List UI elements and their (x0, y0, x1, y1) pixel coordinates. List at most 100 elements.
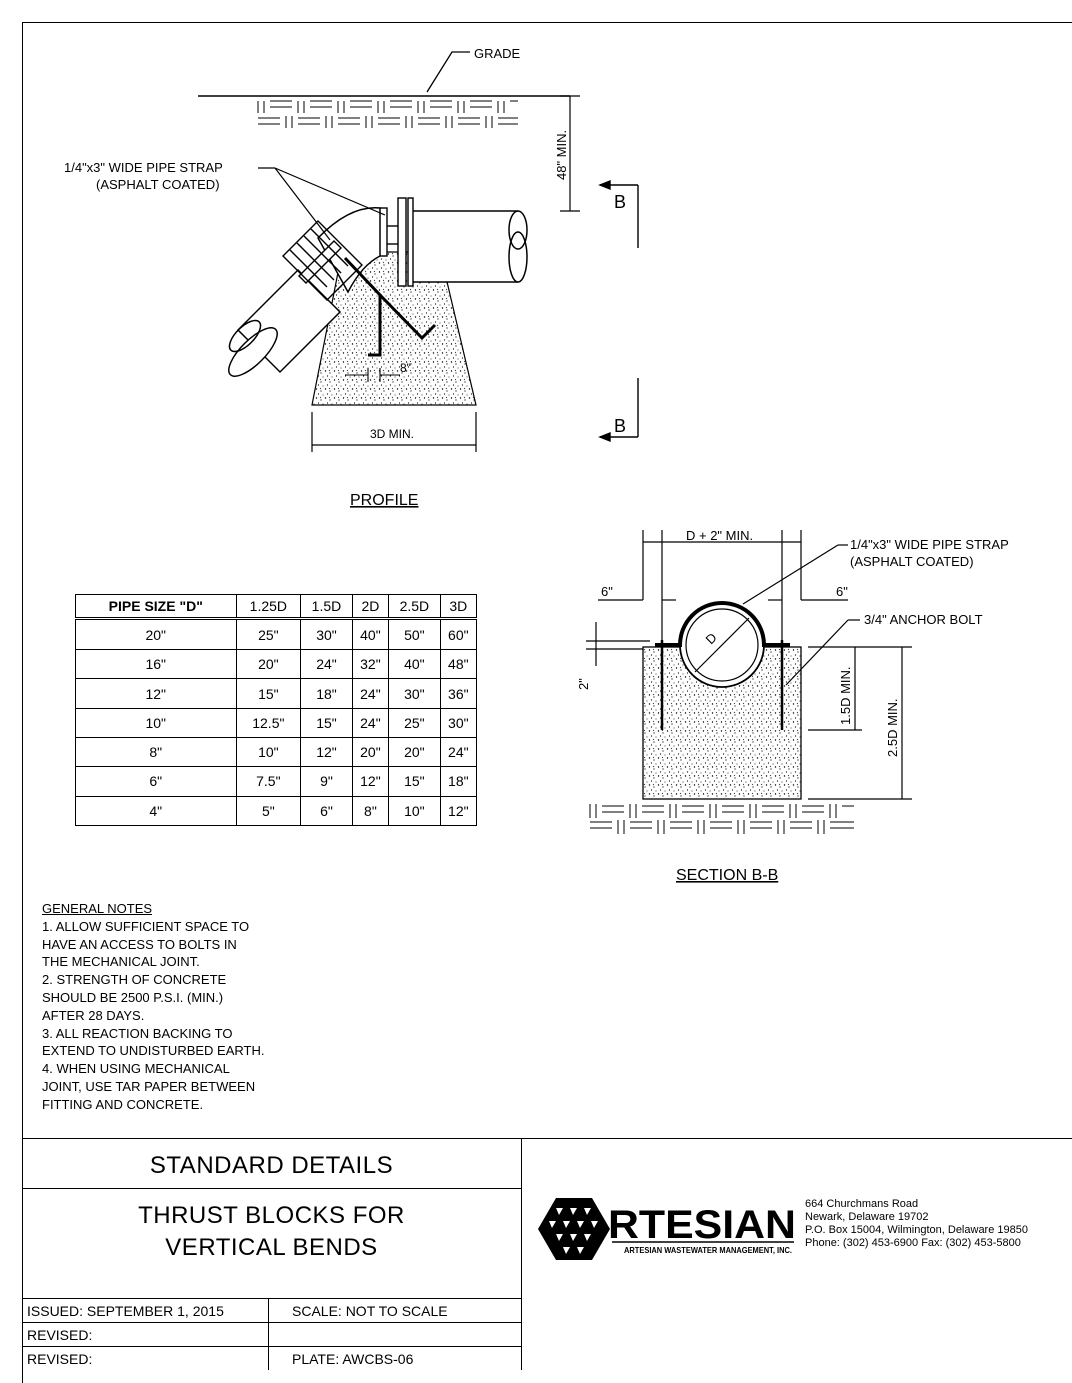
table-cell: 12" (351, 766, 390, 797)
strap-label-section-line2: (ASPHALT COATED) (850, 554, 974, 569)
dim-width-section (642, 530, 802, 640)
dim-25d-label: 2.5D MIN. (885, 698, 900, 757)
note-line: EXTEND TO UNDISTURBED EARTH. (42, 1043, 265, 1059)
drawing-title-line1: THRUST BLOCKS FOR (138, 1202, 405, 1229)
logo-wordmark: RTESIAN (608, 1203, 796, 1247)
table-cell: 48" (439, 649, 478, 680)
issued-date: ISSUED: SEPTEMBER 1, 2015 (27, 1303, 224, 1319)
table-cell: 24" (351, 678, 390, 709)
table-cell: 25" (235, 617, 302, 651)
table-header: 1.25D (235, 594, 302, 620)
general-notes: GENERAL NOTES 1. ALLOW SUFFICIENT SPACE … (42, 900, 264, 1114)
table-header: 1.5D (300, 594, 353, 620)
dim-2-section (586, 622, 650, 666)
anchor-rebar-profile (343, 256, 437, 357)
pipe-size-table: PIPE SIZE "D" 1.25D 1.5D 2D 2.5D 3D 20"2… (75, 594, 478, 827)
strap-label-section-line1: 1/4"x3" WIDE PIPE STRAP (850, 537, 1009, 552)
grade-leader (426, 51, 470, 93)
address-line: Newark, Delaware 19702 (805, 1211, 929, 1223)
left-offset-label: 6" (601, 584, 613, 599)
plate-number: PLATE: AWCBS-06 (292, 1351, 414, 1367)
table-cell: 60" (439, 617, 478, 651)
standard-details-header: STANDARD DETAILS (149, 1152, 394, 1179)
table-cell: 4" (75, 795, 237, 827)
strap-label-profile-line1: 1/4"x3" WIDE PIPE STRAP (64, 160, 223, 175)
note-line: 1. ALLOW SUFFICIENT SPACE TO (42, 918, 250, 934)
dim-15d-label: 1.5D MIN. (838, 666, 853, 725)
note-line: SHOULD BE 2500 P.S.I. (MIN.) (42, 989, 224, 1005)
section-mark-bottom: B (614, 416, 626, 436)
title-block-divider (268, 1298, 269, 1370)
joint-flange-angled (282, 220, 363, 301)
section-marker-bottom (598, 378, 639, 443)
width-label: D + 2" MIN. (686, 528, 753, 543)
table-cell: 16" (75, 649, 237, 680)
section-mark-top: B (614, 192, 626, 212)
earth-hatch-bottom (589, 804, 854, 834)
table-cell: 18" (300, 678, 353, 709)
pipe-angled (228, 268, 342, 377)
note-line: 4. WHEN USING MECHANICAL (42, 1061, 230, 1077)
table-cell: 8" (75, 736, 237, 768)
revised-2: REVISED: (27, 1351, 93, 1367)
table-cell: 15" (300, 707, 353, 738)
table-cell: 10" (235, 736, 302, 768)
notes-heading: GENERAL NOTES (42, 901, 153, 916)
drawing-sheet-border (22, 22, 1072, 1383)
table-cell: 40" (351, 617, 390, 651)
dim-8-label: 8" (400, 361, 411, 375)
table-cell: 30" (439, 707, 478, 738)
table-cell: 30" (300, 617, 353, 651)
table-row: 6"7.5"9"12"15"18" (75, 766, 478, 797)
table-header: 3D (439, 594, 478, 620)
table-header: 2D (351, 594, 390, 620)
revised-1: REVISED: (27, 1327, 93, 1343)
table-cell: 25" (388, 707, 441, 738)
table-cell: 12" (75, 678, 237, 709)
depth-dimension (560, 95, 580, 212)
section-marker-top (598, 179, 639, 248)
table-cell: 36" (439, 678, 478, 709)
table-cell: 9" (300, 766, 353, 797)
note-line: AFTER 28 DAYS. (42, 1007, 145, 1023)
strap-label-profile-line2: (ASPHALT COATED) (96, 177, 220, 192)
address-line: Phone: (302) 453-6900 Fax: (302) 453-580… (805, 1237, 1021, 1249)
right-offset-label: 6" (836, 584, 848, 599)
title-block-line (22, 1188, 521, 1189)
table-row: 16"20"24"32"40"48" (75, 649, 478, 680)
strap-leaders-profile (258, 167, 386, 241)
table-cell: 20" (388, 736, 441, 768)
title-block-line (22, 1346, 521, 1347)
table-cell: 18" (439, 766, 478, 797)
table-cell: 24" (300, 649, 353, 680)
grade-label: GRADE (474, 46, 521, 61)
anchor-bolt-label: 3/4" ANCHOR BOLT (864, 612, 983, 627)
earth-hatch-top (257, 100, 518, 128)
table-cell: 7.5" (235, 766, 302, 797)
table-cell: 24" (439, 736, 478, 768)
address-line: 664 Churchmans Road (805, 1198, 919, 1210)
table-row: 12"15"18"24"30"36" (75, 678, 478, 709)
table-cell: 40" (388, 649, 441, 680)
scale-label: SCALE: NOT TO SCALE (292, 1303, 448, 1319)
section-title: SECTION B-B (676, 867, 778, 884)
note-line: 2. STRENGTH OF CONCRETE (42, 972, 227, 988)
dim-depth-section (808, 646, 912, 800)
table-cell: 30" (388, 678, 441, 709)
note-line: THE MECHANICAL JOINT. (42, 954, 200, 970)
table-cell: 20" (351, 736, 390, 768)
profile-title: PROFILE (350, 492, 418, 509)
table-cell: 6" (75, 766, 237, 797)
logo-subtext: ARTESIAN WASTEWATER MANAGEMENT, INC. (624, 1245, 792, 1255)
company-address: 664 Churchmans Road Newark, Delaware 197… (805, 1198, 1028, 1250)
table-cell: 5" (235, 795, 302, 827)
table-row: 20"25"30"40"50"60" (75, 617, 478, 651)
table-cell: 50" (388, 617, 441, 651)
table-row: 8"10"12"20"20"24" (75, 736, 478, 768)
table-cell: 24" (351, 707, 390, 738)
anchor-bolts-section (660, 640, 784, 730)
drawing-title-line2: VERTICAL BENDS (165, 1234, 378, 1261)
table-cell: 6" (300, 795, 353, 827)
dim-2-label: 2" (576, 678, 591, 690)
table-cell: 32" (351, 649, 390, 680)
